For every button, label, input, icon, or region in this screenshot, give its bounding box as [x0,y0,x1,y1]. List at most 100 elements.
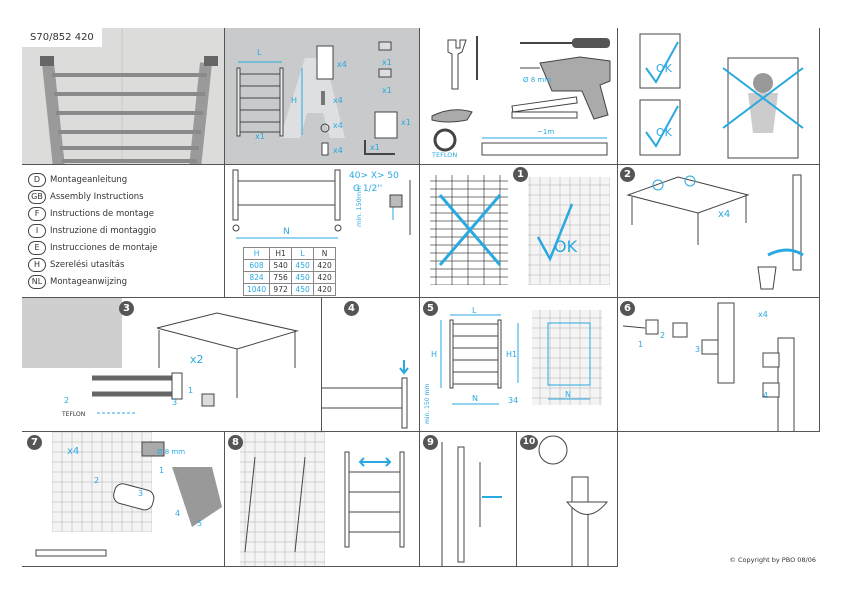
language-code: GB [28,190,46,204]
language-label: Instructions de montage [50,209,154,219]
part-3-label: 3 [172,398,178,407]
placement-drawing [639,33,804,159]
step-9-panel: 9 [420,432,517,567]
part-4-label: 4 [175,509,181,518]
bleeding-drawing [538,435,609,566]
language-label: Assembly Instructions [50,192,144,202]
part-4-label: 4 [763,391,769,400]
valve-assembly-drawing [22,298,299,414]
table-cell: 420 [313,259,337,272]
wall-drilling-drawing [35,432,222,557]
language-code: E [28,241,46,255]
level-length: ~1m [537,128,555,136]
dim-l-label: L [257,48,262,57]
table-cell: 824 [242,271,271,284]
qty-radiator: x1 [255,132,265,141]
step-10-panel: 10 [517,432,618,567]
qty-label: x4 [67,446,80,457]
table-header: L [291,247,315,260]
step-3-panel: 3 x2 1 2 3 TEFLON [22,298,322,432]
towel-radiator-photo [22,28,224,164]
step-number: 4 [344,301,359,316]
step-number: 3 [119,301,134,316]
gap-range: 40> X> 50 [349,171,399,181]
product-photo-panel: S70/852 420 [22,28,225,165]
side-view-drawing [441,442,502,566]
step-2-panel: 2 x4 [618,165,820,298]
qty-cap-1: x1 [382,58,392,67]
dim-h1: H1 [506,350,518,359]
step-1-panel: 1 OK [420,165,618,298]
part-1-label: 1 [188,386,194,395]
part-1-label: 1 [159,466,165,475]
part-2-label: 2 [64,396,70,405]
footer-panel: © Copyright by PBO 08/06 [618,432,820,567]
language-item: GB Assembly Instructions [28,190,144,204]
teflon-label: TEFLON [432,151,458,159]
package-contents-panel: L H x1 x4 x4 x4 x4 x1 x1 x1 x1 [225,28,420,165]
mounting-drawing [626,174,804,290]
dim-h-label: H [291,96,298,105]
drill-bit-size: Ø 8 mm [523,76,552,84]
model-number: S70/852 420 [22,28,102,47]
language-code: D [28,173,46,187]
qty-label: x2 [190,353,204,366]
qty-label: x4 [758,310,768,319]
qty-washer: x4 [333,121,343,130]
qty-manual: x1 [401,118,411,127]
table-cell: 420 [313,283,337,296]
table-cell: 540 [269,259,293,272]
language-code: I [28,224,46,238]
table-header: N [313,247,337,260]
dim-l: L [472,306,477,315]
table-cell: 756 [269,271,293,284]
ok-label-bottom: OK [656,126,672,139]
table-cell: 450 [291,271,315,284]
step-6-panel: 6 x4 1 2 3 4 [618,298,820,432]
caps-drawing [322,360,409,429]
language-label: Instruzione di montaggio [50,226,157,236]
step-number: 1 [513,167,528,182]
thread-size: G 1/2'' [353,184,383,194]
step-number: 10 [520,435,538,450]
table-header: H1 [269,247,293,260]
contents-drawing [236,41,398,156]
placement-panel: OK OK [618,28,820,165]
dim-h: H [431,350,438,359]
table-cell: 972 [269,283,293,296]
qty-plug: x4 [333,146,343,155]
copyright: © Copyright by PBO 08/06 [729,556,816,564]
language-code: NL [28,275,46,289]
table-cell: 450 [291,283,315,296]
step-number: 9 [423,435,438,450]
hanging-radiator-drawing [240,432,405,566]
language-item: I Instruzione di montaggio [28,224,156,238]
qty-screw: x4 [333,96,343,105]
min-height: min. 150 mm [424,383,431,424]
dim-n-label: N [283,227,290,237]
part-2-label: 2 [660,331,666,340]
qty-key: x1 [370,143,380,152]
ok-label: OK [554,237,578,256]
dimensions-drawing [232,169,411,239]
qty-bracket: x4 [337,60,347,69]
drill-bit-size: Ø 8 mm [157,448,186,456]
language-item: E Instrucciones de montaje [28,241,158,255]
dim-n-radiator: N [472,394,478,403]
tools-panel: Ø 8 mm ~1m TEFLON [420,28,618,165]
part-5-label: 5 [197,519,203,528]
step-number: 7 [27,435,42,450]
wall-type-drawing [430,175,610,285]
dim-34: 34 [508,396,519,405]
part-2-label: 2 [94,476,100,485]
language-label: Instrucciones de montaje [50,243,158,253]
part-3-label: 3 [695,345,701,354]
step-number: 2 [620,167,635,182]
step-number: 6 [620,301,635,316]
